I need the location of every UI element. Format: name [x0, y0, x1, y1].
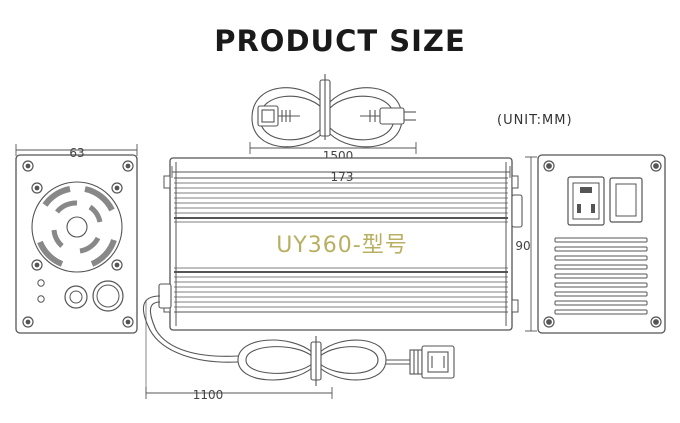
top-power-cord	[251, 74, 416, 148]
dim-body-length-label: 173	[331, 170, 354, 184]
dim-cable-bottom-label: 1100	[193, 388, 224, 402]
dim-line-end-height	[525, 156, 537, 332]
page-title: PRODUCT SIZE	[214, 24, 466, 58]
front-panel-fan-view	[15, 154, 138, 334]
dim-line-cable-bottom	[145, 300, 333, 399]
end-panel-socket-view	[537, 154, 666, 334]
unit-label: (UNIT:MM)	[497, 113, 573, 128]
bottom-output-cable	[142, 295, 455, 386]
main-body-top-view	[158, 157, 523, 331]
dim-front-width-label: 63	[69, 146, 84, 160]
dim-line-body-length	[171, 166, 511, 178]
dim-end-height-label: 90	[515, 239, 530, 253]
dim-line-front-width	[15, 144, 138, 156]
model-label: UY360-型号	[276, 233, 407, 258]
dim-line-cable-top	[249, 142, 417, 154]
